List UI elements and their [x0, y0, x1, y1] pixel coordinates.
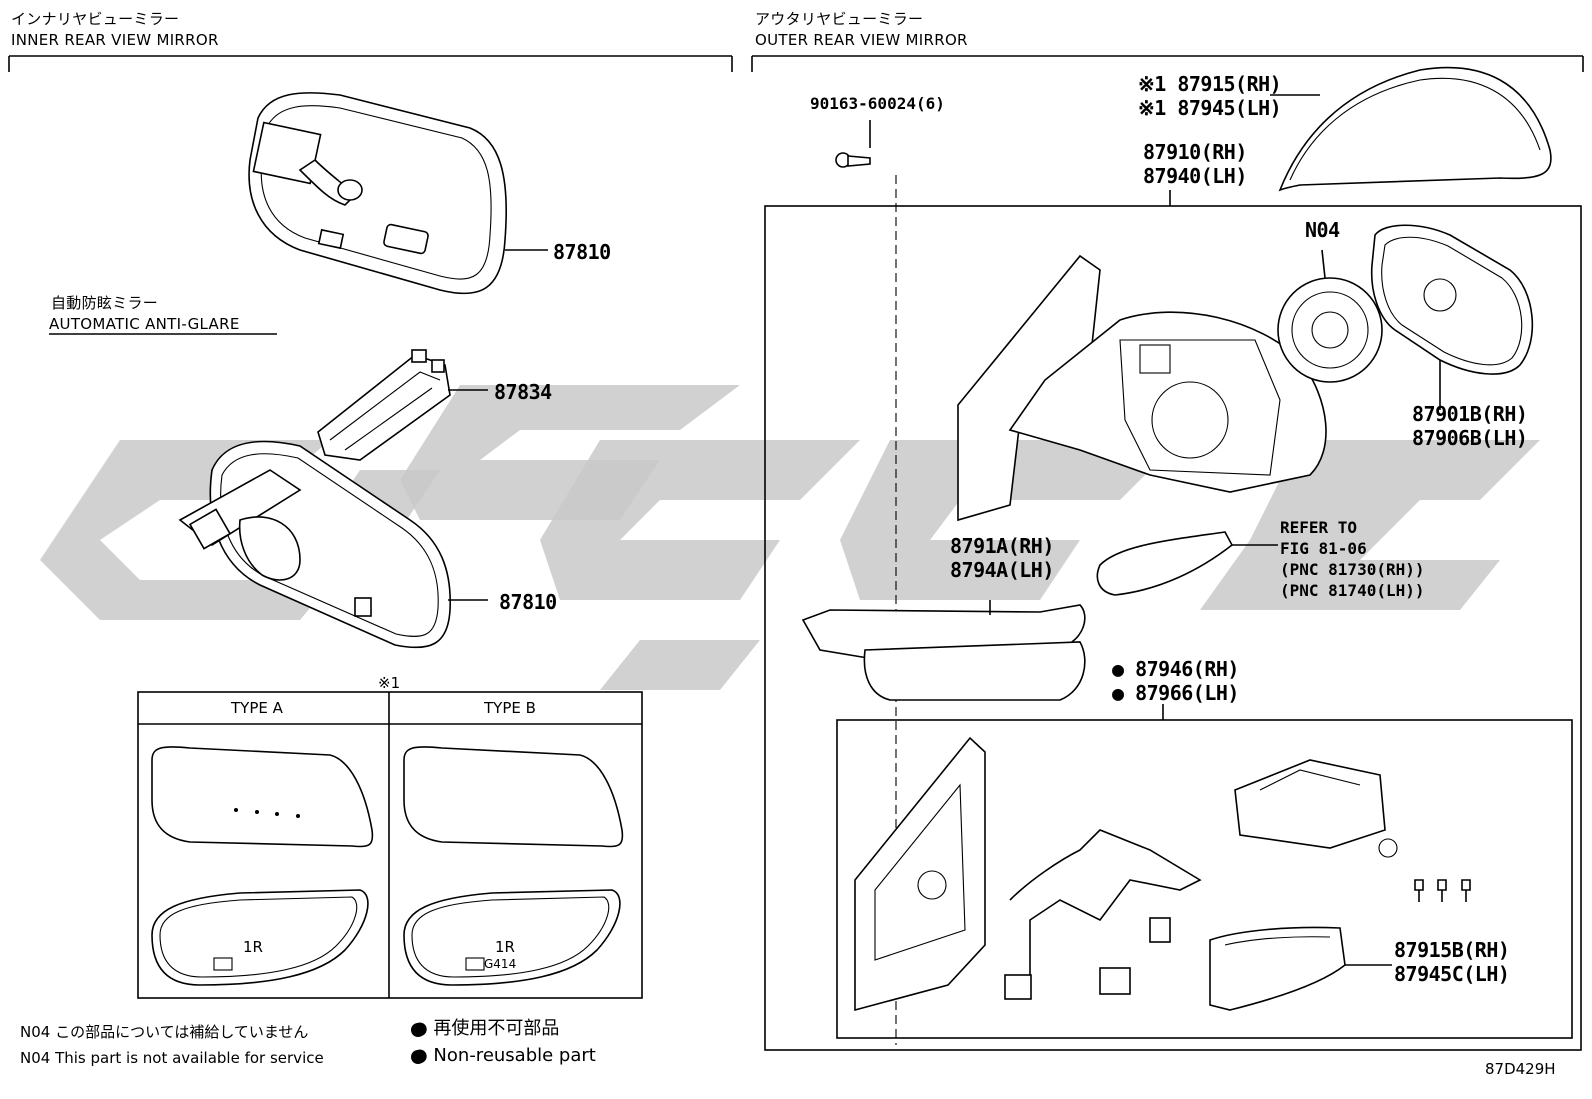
outer-assy-box — [764, 205, 1582, 1051]
lower-parts-box — [836, 719, 1573, 1039]
anti-glare-jp: 自動防眩ミラー — [51, 294, 159, 312]
inner-mirror-bottom-drawing — [178, 440, 488, 649]
part-number-assy-lh[interactable]: 87940(LH) — [1143, 164, 1247, 188]
refer-line-3: (PNC 81730(RH)) — [1280, 560, 1425, 579]
part-number-glass-lh[interactable]: 87906B(LH) — [1412, 426, 1528, 450]
part-number-garnish-rh[interactable]: 8791A(RH) — [950, 534, 1054, 558]
anti-glare-en: AUTOMATIC ANTI-GLARE — [49, 315, 240, 333]
outer-title-jp: アウタリヤビューミラー — [755, 10, 924, 28]
refer-line-1: REFER TO — [1280, 518, 1358, 537]
part-number-screw[interactable]: 90163-60024(6) — [810, 94, 945, 113]
part-number-assy-rh[interactable]: 87910(RH) — [1143, 140, 1247, 164]
figure-id: 87D429H — [1485, 1060, 1556, 1078]
lower-parts-drawing — [854, 736, 1471, 1012]
part-number-mirror-bottom[interactable]: 87810 — [499, 590, 557, 614]
outer-title-en: OUTER REAR VIEW MIRROR — [755, 31, 968, 49]
garnish-drawing — [801, 600, 1086, 701]
part-number-mirror-top[interactable]: 87810 — [553, 240, 611, 264]
part-number-garnish-lh[interactable]: 8794A(LH) — [950, 558, 1054, 582]
part-number-cover-rh[interactable]: ※1 87915(RH) — [1138, 72, 1282, 96]
type-b-label: TYPE B — [484, 699, 536, 717]
part-number-glass-rh[interactable]: 87901B(RH) — [1412, 402, 1528, 426]
turn-signal-drawing — [1096, 531, 1278, 596]
part-number-lower-rh[interactable]: ● 87946(RH) — [1112, 657, 1239, 681]
types-mark: ※1 — [378, 674, 401, 692]
inner-header-bracket — [8, 55, 733, 72]
type-b-mark-2: G414 — [484, 957, 517, 971]
mirror-glass-drawing — [1370, 224, 1534, 410]
type-b-mark-1: 1R — [495, 938, 515, 956]
legend-en: ● Non-reusable part — [412, 1045, 596, 1066]
inner-title-jp: インナリヤビューミラー — [11, 10, 180, 28]
n04-note-jp: N04 この部品については補給していません — [20, 1023, 309, 1041]
type-a-mark: 1R — [243, 938, 263, 956]
outer-header-bracket — [751, 55, 1584, 72]
part-number-cover2-lh[interactable]: 87945C(LH) — [1394, 962, 1510, 986]
outer-bracket-drawing — [957, 254, 1327, 522]
inner-mirror-top-drawing — [248, 92, 548, 295]
n04-label[interactable]: N04 — [1305, 218, 1340, 242]
types-box — [137, 691, 643, 999]
legend-bullet-1 — [411, 1023, 425, 1037]
legend-jp: ● 再使用不可部品 — [412, 1018, 560, 1039]
part-number-lower-lh[interactable]: ● 87966(LH) — [1112, 681, 1239, 705]
refer-line-2: FIG 81-06 — [1280, 539, 1367, 558]
n04-note-en: N04 This part is not available for servi… — [20, 1049, 324, 1067]
bracket-87834-drawing — [317, 349, 488, 461]
refer-line-4: (PNC 81740(LH)) — [1280, 581, 1425, 600]
type-a-label: TYPE A — [231, 699, 283, 717]
legend-bullet-2 — [411, 1050, 425, 1064]
part-number-bracket[interactable]: 87834 — [494, 380, 552, 404]
actuator-n04-drawing — [1277, 249, 1383, 383]
part-number-cover-lh[interactable]: ※1 87945(LH) — [1138, 96, 1282, 120]
inner-title-en: INNER REAR VIEW MIRROR — [11, 31, 219, 49]
outer-cover-drawing — [1270, 66, 1552, 192]
part-number-cover2-rh[interactable]: 87915B(RH) — [1394, 938, 1510, 962]
